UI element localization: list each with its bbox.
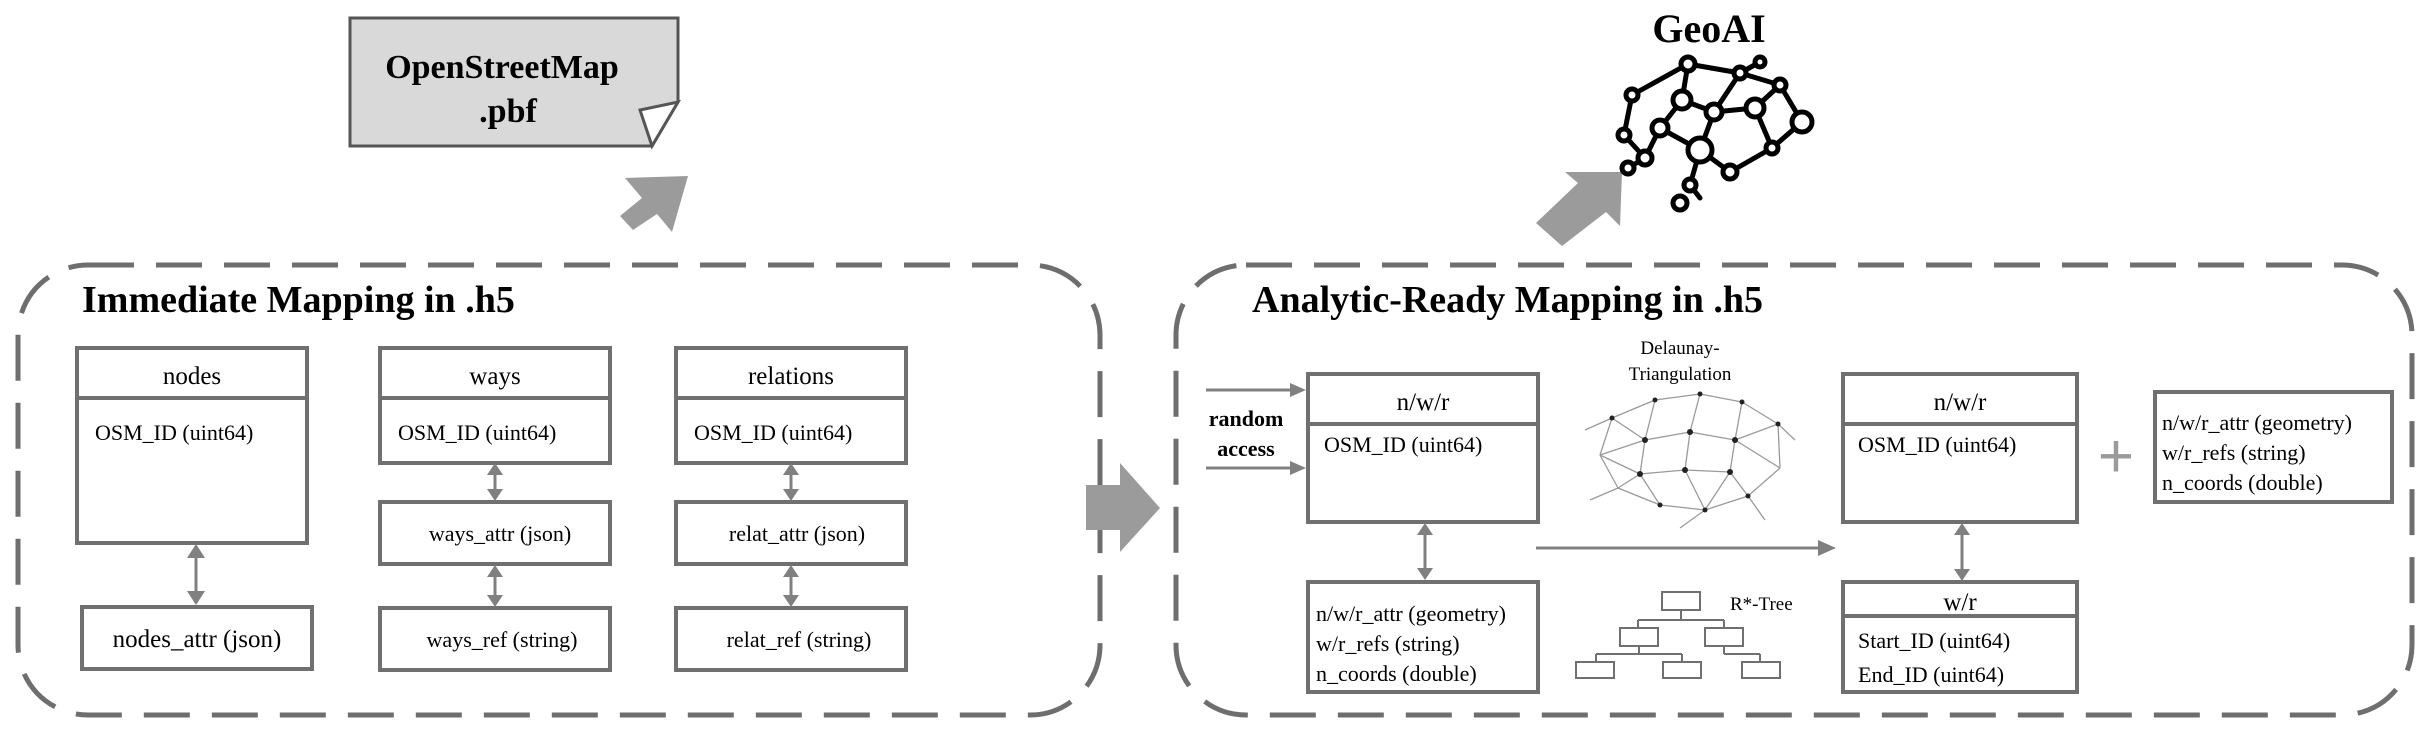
extra-attr-geometry: n/w/r_attr (geometry): [2162, 410, 2352, 435]
nodes-table: nodes OSM_ID (uint64): [75, 346, 309, 545]
wr-table-header: w/r: [1943, 589, 1977, 616]
arrow-to-analytic-icon: [1086, 463, 1160, 552]
relations-ref-box: relat_ref (string): [674, 606, 908, 672]
wr-start-id-field: Start_ID (uint64): [1858, 628, 2010, 653]
rtree-icon: [1575, 591, 1781, 679]
nodes-attr-label: nodes_attr (json): [113, 626, 282, 653]
relations-attr-box: relat_attr (json): [674, 500, 908, 566]
relations-ref-label: relat_ref (string): [727, 627, 872, 652]
ways-connector-1: [487, 463, 503, 501]
random-access-label-line2: access: [1217, 436, 1275, 461]
nwr-left-attrs-box: n/w/r_attr (geometry) w/r_refs (string) …: [1306, 580, 1540, 694]
nwr-table-left-header: n/w/r: [1397, 389, 1450, 416]
analytic-mapping-group: [1173, 262, 2415, 718]
analytic-mapping-title: Analytic-Ready Mapping in .h5: [1252, 279, 1763, 321]
delaunay-label-line1: Delaunay-: [1640, 338, 1719, 359]
nwr-left-attr-refs: w/r_refs (string): [1316, 631, 1460, 656]
immediate-mapping-title: Immediate Mapping in .h5: [82, 279, 515, 321]
rtree-label: R*-Tree: [1730, 594, 1793, 615]
relations-osm-id-field: OSM_ID (uint64): [694, 420, 852, 445]
immediate-mapping-group: [15, 262, 1103, 718]
nodes-table-header: nodes: [163, 363, 221, 390]
random-access-inputs: random access: [1206, 383, 1306, 475]
delaunay-mesh-icon: [1584, 391, 1796, 529]
nwr-table-right-field: OSM_ID (uint64): [1858, 432, 2016, 457]
ways-ref-label: ways_ref (string): [427, 627, 578, 652]
ways-attr-box: ways_attr (json): [378, 500, 612, 566]
page-fold-icon: [638, 99, 682, 150]
source-file-extension: .pbf: [479, 93, 537, 130]
extra-attr-coords: n_coords (double): [2162, 470, 2323, 495]
transform-arrow: [1536, 540, 1836, 556]
wr-end-id-field: End_ID (uint64): [1858, 662, 2004, 687]
relations-attr-label: relat_attr (json): [729, 521, 865, 546]
relations-table: relations OSM_ID (uint64): [674, 346, 908, 465]
ways-attr-label: ways_attr (json): [429, 521, 571, 546]
nwr-right-connector: [1954, 523, 1970, 581]
geoai-title: GeoAI: [1652, 6, 1765, 51]
nodes-attr-box: nodes_attr (json): [80, 605, 314, 671]
arrow-to-immediate-icon: [620, 176, 688, 232]
nodes-connector: [187, 544, 205, 605]
brain-network-icon: [1615, 54, 1815, 213]
source-file-name: OpenStreetMap: [385, 49, 619, 86]
relations-table-header: relations: [748, 363, 834, 390]
relations-connector-2: [783, 565, 799, 607]
random-access-label-line1: random: [1209, 406, 1284, 431]
nodes-osm-id-field: OSM_ID (uint64): [95, 420, 253, 445]
ways-table-header: ways: [469, 363, 520, 390]
osm-pbf-file-node: OpenStreetMap .pbf: [348, 16, 682, 150]
nwr-table-left: n/w/r OSM_ID (uint64): [1306, 372, 1540, 524]
plus-sign: +: [2098, 422, 2134, 491]
ways-osm-id-field: OSM_ID (uint64): [398, 420, 556, 445]
nwr-left-attr-coords: n_coords (double): [1316, 661, 1477, 686]
nwr-table-right: n/w/r OSM_ID (uint64): [1841, 372, 2079, 524]
ways-connector-2: [487, 565, 503, 607]
extra-attrs-box: n/w/r_attr (geometry) w/r_refs (string) …: [2153, 390, 2394, 504]
ways-table: ways OSM_ID (uint64): [378, 346, 612, 465]
nwr-left-attr-geometry: n/w/r_attr (geometry): [1316, 601, 1506, 626]
delaunay-label-line2: Triangulation: [1629, 364, 1732, 385]
nwr-left-connector: [1417, 523, 1433, 580]
relations-connector-1: [783, 463, 799, 501]
arrow-to-geoai-icon: [1536, 172, 1622, 246]
extra-attr-refs: w/r_refs (string): [2162, 440, 2306, 465]
nwr-table-right-header: n/w/r: [1934, 389, 1987, 416]
ways-ref-box: ways_ref (string): [378, 606, 612, 672]
nwr-table-left-field: OSM_ID (uint64): [1324, 432, 1482, 457]
wr-table: w/r Start_ID (uint64) End_ID (uint64): [1841, 580, 2079, 694]
